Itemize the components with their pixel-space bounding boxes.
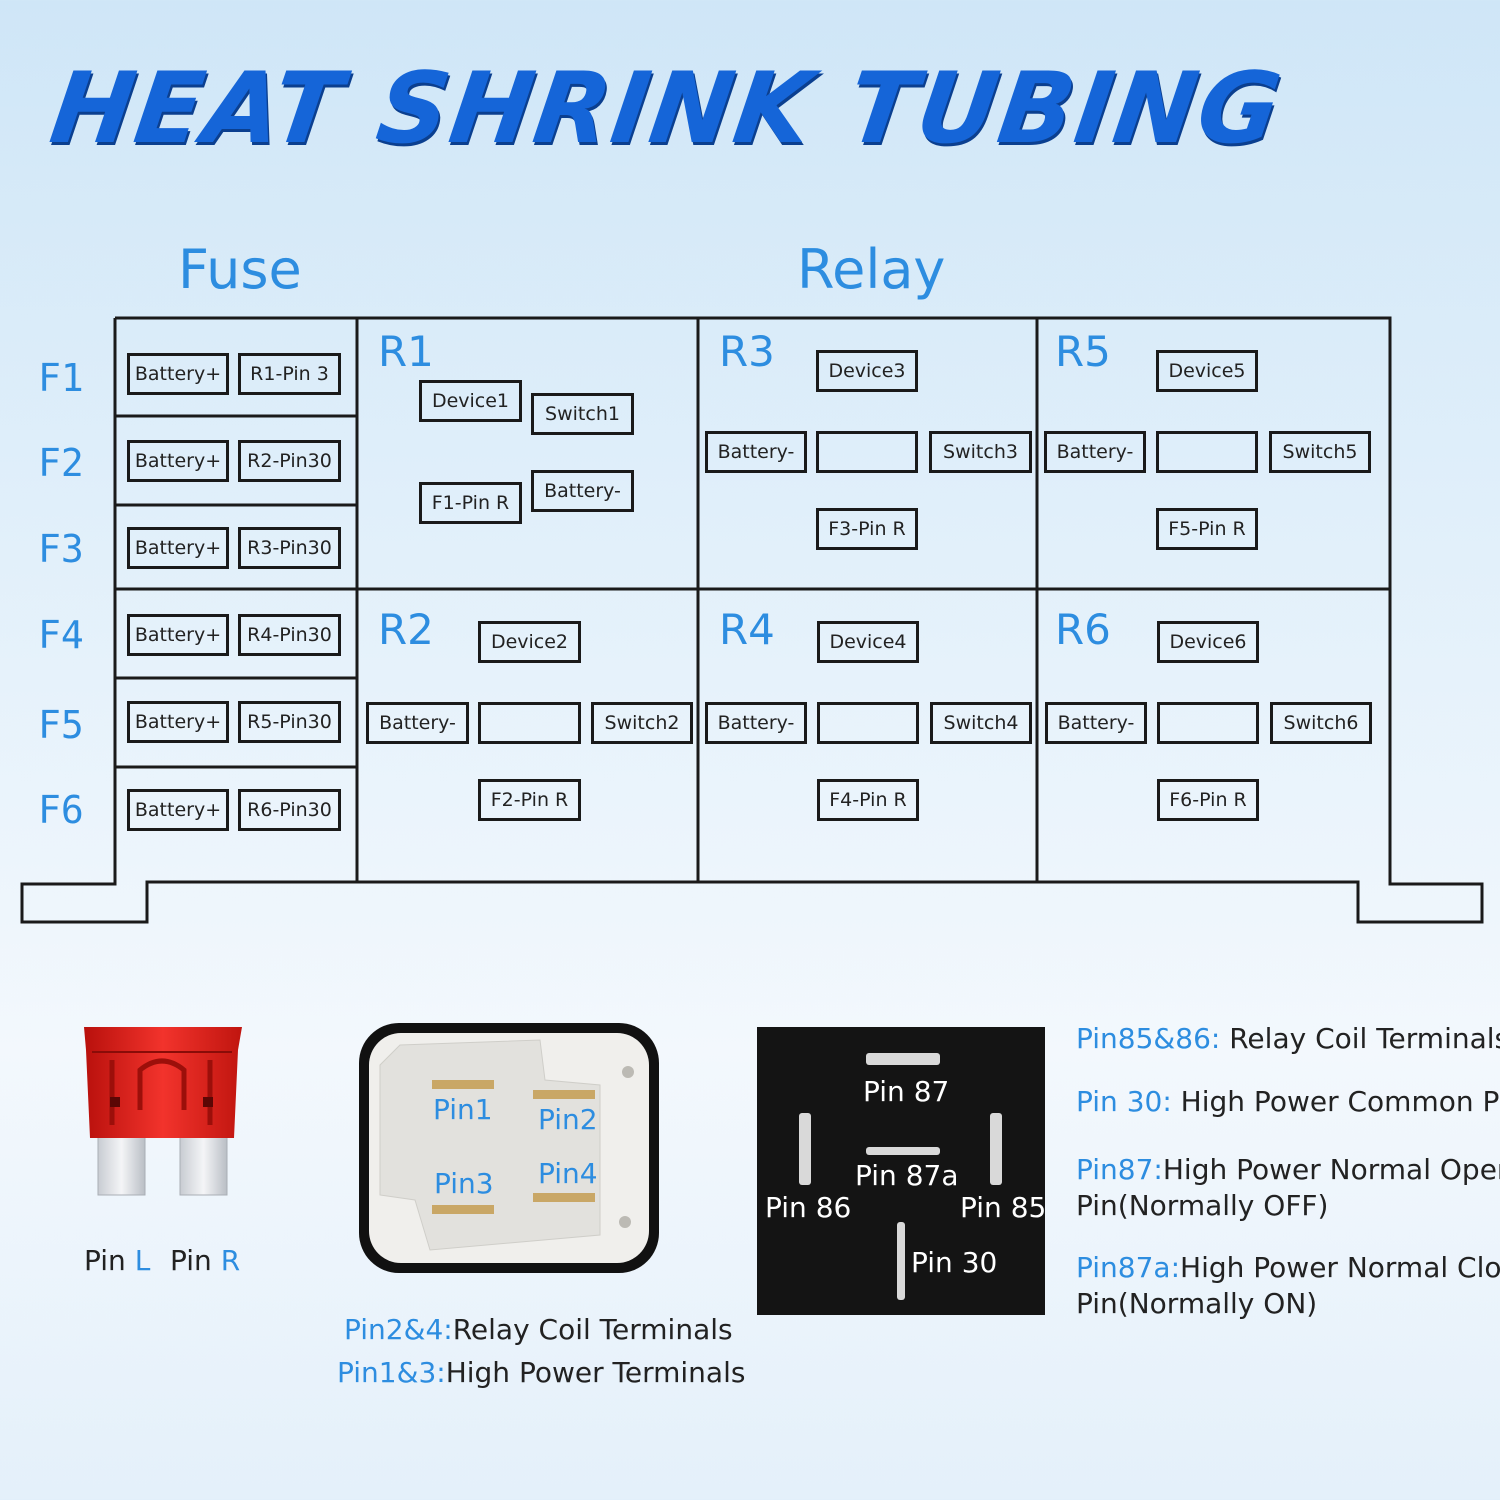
pin87-label: Pin 87 [863,1075,950,1108]
legend-3-key: Pin87: [1076,1153,1163,1186]
legend-4-key: Pin87a: [1076,1251,1181,1284]
pin87a-label: Pin 87a [855,1159,959,1192]
fuse-f1-target-box: R1-Pin 3 [238,353,341,395]
note1-key: Pin2&4: [344,1313,453,1346]
fuse-label-f1: F1 [38,356,84,400]
legend-item-4-cont: Pin(Normally ON) [1076,1287,1318,1320]
note2-val: High Power Terminals [445,1356,746,1389]
legend-1-key: Pin85&86: [1076,1022,1230,1055]
fuse-label-f2: F2 [38,441,84,485]
fuse-f6-battery-box: Battery+ [127,789,229,831]
relay-label-r3: R3 [719,327,775,376]
relay-label-r2: R2 [378,605,434,654]
fuse-pin-l-letter: L [134,1244,151,1277]
fuse-f3-target-box: R3-Pin30 [238,527,341,569]
r5-middle-box [1156,431,1258,473]
fuse-pin-r-letter: R [220,1244,241,1277]
r5-battery-box: Battery- [1044,431,1146,473]
r2-middle-box [478,702,581,744]
fuse-f2-battery-box: Battery+ [127,440,229,482]
relay-label-r4: R4 [719,605,775,654]
note1-val: Relay Coil Terminals [452,1313,733,1346]
fuse-header: Fuse [178,238,302,301]
fuse-pin-l-prefix: Pin [84,1244,135,1277]
fuse-label-f4: F4 [38,613,84,657]
r5-device-box: Device5 [1156,350,1258,392]
r3-device-box: Device3 [816,350,918,392]
note2-key: Pin1&3: [337,1356,446,1389]
fuse-label-f5: F5 [38,703,84,747]
r4-device-box: Device4 [817,621,919,663]
r2-battery-box: Battery- [366,702,469,744]
pin30-label: Pin 30 [911,1246,998,1279]
r5-pin-box: F5-Pin R [1156,508,1258,550]
legend-2-key: Pin 30: [1076,1085,1181,1118]
fuse-f6-target-box: R6-Pin30 [238,789,341,831]
fuse-f4-target-box: R4-Pin30 [238,614,341,656]
r6-pin-box: F6-Pin R [1157,779,1259,821]
legend-item-3: Pin87:High Power Normal Open [1076,1153,1500,1186]
r2-device-box: Device2 [478,621,581,663]
legend-2-val: High Power Common Pin [1180,1085,1500,1118]
r3-pin-box: F3-Pin R [816,508,918,550]
fuse-f2-target-box: R2-Pin30 [238,440,341,482]
fuse-label-f6: F6 [38,788,84,832]
r3-switch-box: Switch3 [929,431,1032,473]
r3-middle-box [816,431,918,473]
r6-device-box: Device6 [1157,621,1259,663]
legend-item-3-cont: Pin(Normally OFF) [1076,1189,1329,1222]
r1-battery-box: Battery- [531,470,634,512]
fuse-f1-battery-box: Battery+ [127,353,229,395]
small-relay-note-1: Pin2&4:Relay Coil Terminals [344,1313,733,1346]
legend-item-4: Pin87a:High Power Normal Closed [1076,1251,1500,1284]
fuse-f3-battery-box: Battery+ [127,527,229,569]
fuse-label-f3: F3 [38,527,84,571]
pin85-label: Pin 85 [960,1191,1047,1224]
small-relay-pin1-label: Pin1 [433,1093,493,1126]
legend-3-val: High Power Normal Open [1162,1153,1500,1186]
legend-4-val: High Power Normal Closed [1180,1251,1500,1284]
fuse-f5-battery-box: Battery+ [127,701,229,743]
r4-middle-box [817,702,919,744]
r1-pin-box: F1-Pin R [419,482,522,524]
relay-label-r6: R6 [1055,605,1111,654]
r3-battery-box: Battery- [705,431,807,473]
fuse-pin-r-prefix: Pin [170,1244,221,1277]
relay-header: Relay [797,238,946,301]
r4-switch-box: Switch4 [930,702,1032,744]
r2-pin-box: F2-Pin R [478,779,581,821]
small-relay-pin3-label: Pin3 [434,1167,494,1200]
pin86-label: Pin 86 [765,1191,852,1224]
small-relay-pin2-label: Pin2 [538,1103,598,1136]
fuse-pin-l-label: Pin L [84,1244,150,1277]
r5-switch-box: Switch5 [1269,431,1371,473]
fuse-f4-battery-box: Battery+ [127,614,229,656]
legend-item-2: Pin 30: High Power Common Pin [1076,1085,1500,1118]
fuse-pin-r-label: Pin R [170,1244,240,1277]
r6-switch-box: Switch6 [1270,702,1372,744]
relay-label-r5: R5 [1055,327,1111,376]
small-relay-note-2: Pin1&3:High Power Terminals [337,1356,745,1389]
legend-1-val: Relay Coil Terminals [1229,1022,1500,1055]
r6-battery-box: Battery- [1045,702,1147,744]
r2-switch-box: Switch2 [591,702,693,744]
small-relay-pin4-label: Pin4 [538,1157,598,1190]
relay-label-r1: R1 [378,327,434,376]
r1-device-box: Device1 [419,380,522,422]
r1-switch-box: Switch1 [531,393,634,435]
r4-battery-box: Battery- [705,702,807,744]
fuse-f5-target-box: R5-Pin30 [238,701,341,743]
r4-pin-box: F4-Pin R [817,779,919,821]
legend-item-1: Pin85&86: Relay Coil Terminals [1076,1022,1500,1055]
r6-middle-box [1157,702,1259,744]
